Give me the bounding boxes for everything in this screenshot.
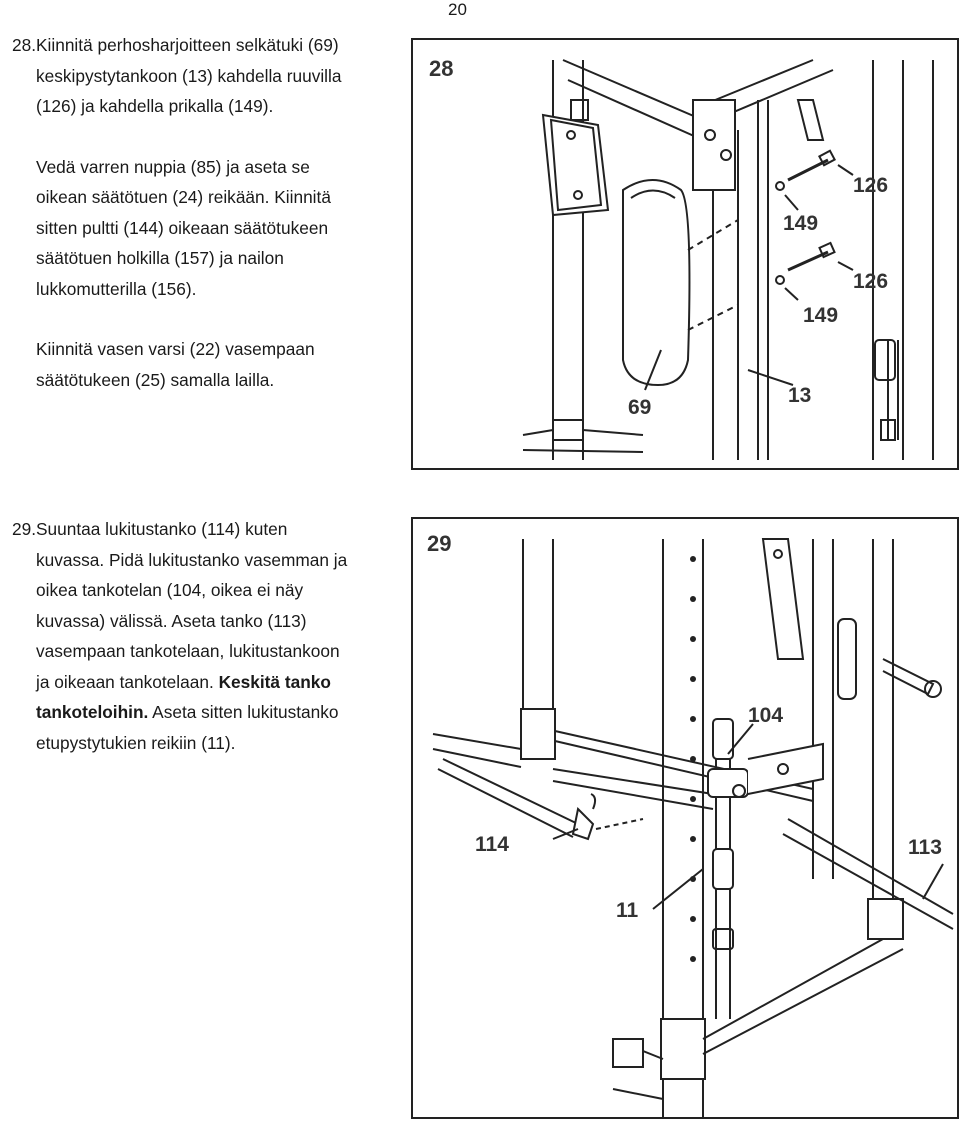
callout-149-upper: 149 — [783, 212, 818, 235]
step-28-number: 28. — [12, 35, 37, 55]
step-28-line: Kiinnitä vasen varsi (22) vasempaan — [36, 339, 315, 359]
step-28-line: sitten pultti (144) oikeaan säätötukeen — [36, 217, 329, 238]
step-28-line: (126) ja kahdella prikalla (149). — [36, 96, 274, 116]
callout-11: 11 — [616, 899, 639, 922]
step-29-line: vasempaan tankotelaan, lukitustankoon — [36, 641, 340, 661]
figure-28-diagram: 28 — [411, 38, 959, 470]
step-28-line: säätötuen holkilla (157) ja nailon — [36, 248, 284, 268]
callout-104: 104 — [748, 704, 783, 727]
bar-113 — [782, 818, 954, 930]
figure-29-drawing: 29 — [427, 531, 954, 1117]
step-28-line: Kiinnitä perhosharjoitteen selkätuki (69… — [36, 35, 339, 55]
step-29-line: oikea tankotelan (104, oikea ei näy — [36, 580, 304, 600]
step-29-text: Aseta sitten lukitustanko — [148, 702, 339, 722]
step-29-number: 29. — [12, 519, 37, 539]
step-29-text: ja oikeaan tankotelaan. — [36, 671, 219, 692]
callout-114: 114 — [475, 833, 509, 856]
step-29-line: kuvassa. Pidä lukitustanko vasemman ja — [36, 549, 348, 570]
step-29-bold-text: Keskitä tanko — [218, 671, 331, 692]
step-28-line: keskipystytankoon (13) kahdella ruuvilla — [36, 65, 342, 86]
figure-29-diagram: 29 — [411, 517, 959, 1119]
step-29-line: tankoteloihin. Aseta sitten lukitustanko — [12, 697, 407, 728]
step-28-line: oikean säätötuen (24) reikään. Kiinnitä — [36, 187, 331, 207]
lock-bar-114 — [437, 758, 579, 838]
callout-69: 69 — [628, 396, 651, 419]
step-29-line: ja oikeaan tankotelaan. Keskitä tanko — [12, 667, 407, 698]
step-28-para-1: 28.Kiinnitä perhosharjoitteen selkätuki … — [12, 30, 407, 61]
callout-113: 113 — [908, 836, 942, 859]
step-29-instructions: 29.Suuntaa lukitustanko (114) kuten kuva… — [12, 514, 407, 758]
back-pad-69 — [622, 179, 691, 387]
callout-126-upper: 126 — [853, 174, 888, 197]
step-29-line: kuvassa) välissä. Aseta tanko (113) — [36, 610, 307, 631]
step-28-line: Vedä varren nuppia (85) ja aseta se — [36, 156, 310, 177]
step-29-line: Suuntaa lukitustanko (114) kuten — [36, 519, 288, 539]
figure-29-label: 29 — [427, 531, 451, 556]
callout-126-lower: 126 — [853, 270, 888, 293]
step-29-line: etupystytukien reikiin (11). — [36, 732, 236, 753]
callout-13: 13 — [788, 384, 811, 407]
page-number: 20 — [448, 0, 467, 19]
figure-28-label: 28 — [429, 56, 453, 81]
callout-149-lower: 149 — [803, 304, 838, 327]
step-28-instructions: 28.Kiinnitä perhosharjoitteen selkätuki … — [12, 30, 407, 395]
step-28-line: lukkomutterilla (156). — [36, 278, 197, 299]
figure-28-drawing: 28 — [429, 56, 934, 460]
step-29-bold-text: tankoteloihin. — [36, 702, 149, 722]
step-28-line: säätötukeen (25) samalla lailla. — [36, 369, 275, 390]
